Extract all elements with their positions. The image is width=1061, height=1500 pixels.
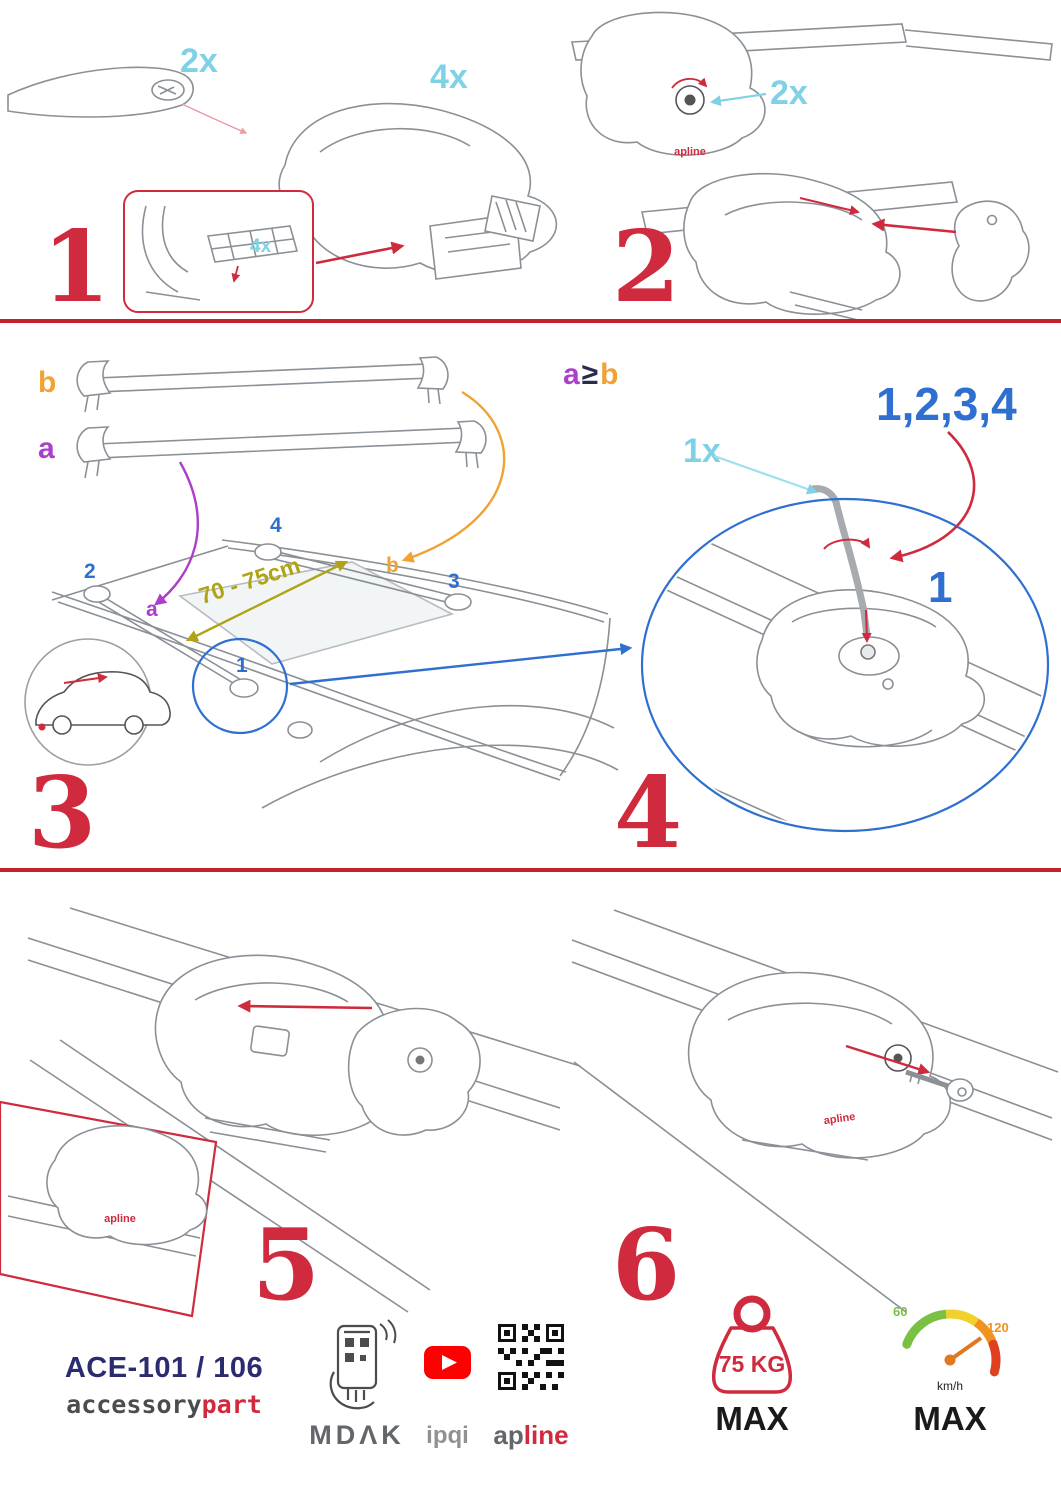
pointer-line — [181, 103, 248, 134]
rail-lines — [645, 519, 1045, 828]
step-3-number: 3 — [28, 756, 97, 871]
section-divider-1 — [0, 319, 1061, 323]
step-2-number: 2 — [612, 210, 681, 325]
qty-feet-label: 4x — [430, 58, 468, 96]
cap-piece — [347, 1007, 481, 1136]
qty-key-arrow — [713, 454, 819, 495]
crossbar-b — [76, 356, 449, 413]
pos-2-label: 2 — [84, 560, 96, 583]
roof-a-label: a — [146, 598, 158, 621]
speed-unit-label: km/h — [937, 1379, 963, 1393]
mdak-logo: MDΛK — [309, 1420, 405, 1450]
qty-locks-label: 2x — [770, 74, 808, 112]
brand-logo: accessorypart — [50, 1390, 278, 1419]
speed-high-label: 120 — [987, 1320, 1009, 1335]
roof-b-label: b — [386, 554, 399, 577]
bar-b-label: b — [38, 366, 56, 399]
bar-with-foot — [641, 172, 958, 321]
installed-inset: apline — [0, 1100, 218, 1318]
model-number: ACE-101 / 106 — [64, 1352, 264, 1384]
step-4-number: 4 — [614, 756, 683, 871]
weight-max-label: MAX — [715, 1400, 789, 1437]
pos1-sequence-label: 1 — [928, 563, 952, 612]
foot-top-view — [756, 588, 986, 748]
crossbar-endview — [7, 66, 194, 118]
weight-icon: 75 KG — [711, 1295, 793, 1394]
foot-assembly — [278, 102, 558, 280]
pos-4-label: 4 — [270, 514, 282, 537]
pad-inset-box — [123, 190, 314, 313]
detail-circle — [640, 497, 1050, 833]
foot-sticker: apline — [823, 1111, 856, 1127]
speedometer-icon: 60 120 km/h — [893, 1304, 1009, 1393]
footer-icons: 75 KG 60 120 km/h — [329, 1295, 1009, 1410]
end-cap — [951, 200, 1030, 302]
step1-illustration: 2x 4x 4x — [7, 42, 558, 313]
youtube-icon — [424, 1346, 471, 1379]
step-6-number: 6 — [612, 1208, 681, 1323]
distance-arrow — [185, 560, 349, 642]
step6-illustration: apline — [571, 909, 1059, 1313]
qty-locks-arrow — [709, 92, 767, 107]
ipqi-logo: ipqi — [426, 1422, 469, 1449]
brand-accessory: accessory — [66, 1390, 202, 1419]
foot-with-key: apline — [687, 971, 952, 1161]
qr-code-icon — [498, 1324, 564, 1390]
speed-low-label: 60 — [893, 1304, 907, 1319]
condition-label: a≥b — [563, 358, 618, 391]
foot-sticker: apline — [104, 1213, 136, 1225]
key-arrow — [845, 1044, 931, 1075]
bar-a-label: a — [38, 432, 55, 465]
bar-b-pointer — [401, 390, 506, 563]
tighten-arrow — [861, 609, 872, 643]
car-inset — [24, 638, 171, 766]
qty-endcaps-label: 2x — [180, 42, 218, 80]
weight-value: 75 KG — [719, 1351, 785, 1377]
step-1-number: 1 — [42, 210, 111, 325]
seat-arrow — [799, 197, 860, 215]
pos-3-label: 3 — [448, 570, 460, 593]
apline-line: line — [523, 1420, 569, 1450]
bar-a-pointer — [154, 461, 199, 606]
step-5-number: 5 — [252, 1208, 321, 1323]
rotate-arrow — [823, 537, 871, 550]
key-icon — [905, 1069, 974, 1102]
insert-arrow — [237, 999, 373, 1013]
cap-arrow — [871, 218, 957, 234]
foot-sticker: apline — [674, 146, 706, 158]
qty-key-label: 1x — [683, 432, 721, 470]
step3-illustration: b a — [24, 356, 633, 809]
step2-illustration: apline 2x — [571, 11, 1053, 321]
phone-qr-icon — [329, 1319, 397, 1410]
speed-max-label: MAX — [913, 1400, 987, 1437]
step4-illustration: a≥b 1,2,3,4 1x 1 — [563, 358, 1050, 833]
brand-part: part — [201, 1390, 262, 1419]
step5-illustration: apline — [0, 907, 581, 1318]
apline-logo: apline — [478, 1420, 584, 1451]
crossbar-a — [76, 420, 487, 479]
sequence-arrow — [889, 431, 976, 563]
detail-arrow — [289, 643, 633, 686]
qty-pads-label: 4x — [250, 236, 272, 257]
pos-1-label: 1 — [236, 654, 248, 677]
apline-ap: ap — [493, 1420, 524, 1450]
tighten-sequence-label: 1,2,3,4 — [876, 378, 1017, 430]
foot-with-lock: apline — [580, 11, 766, 158]
step1-arrow — [315, 241, 405, 265]
section-divider-2 — [0, 868, 1061, 872]
